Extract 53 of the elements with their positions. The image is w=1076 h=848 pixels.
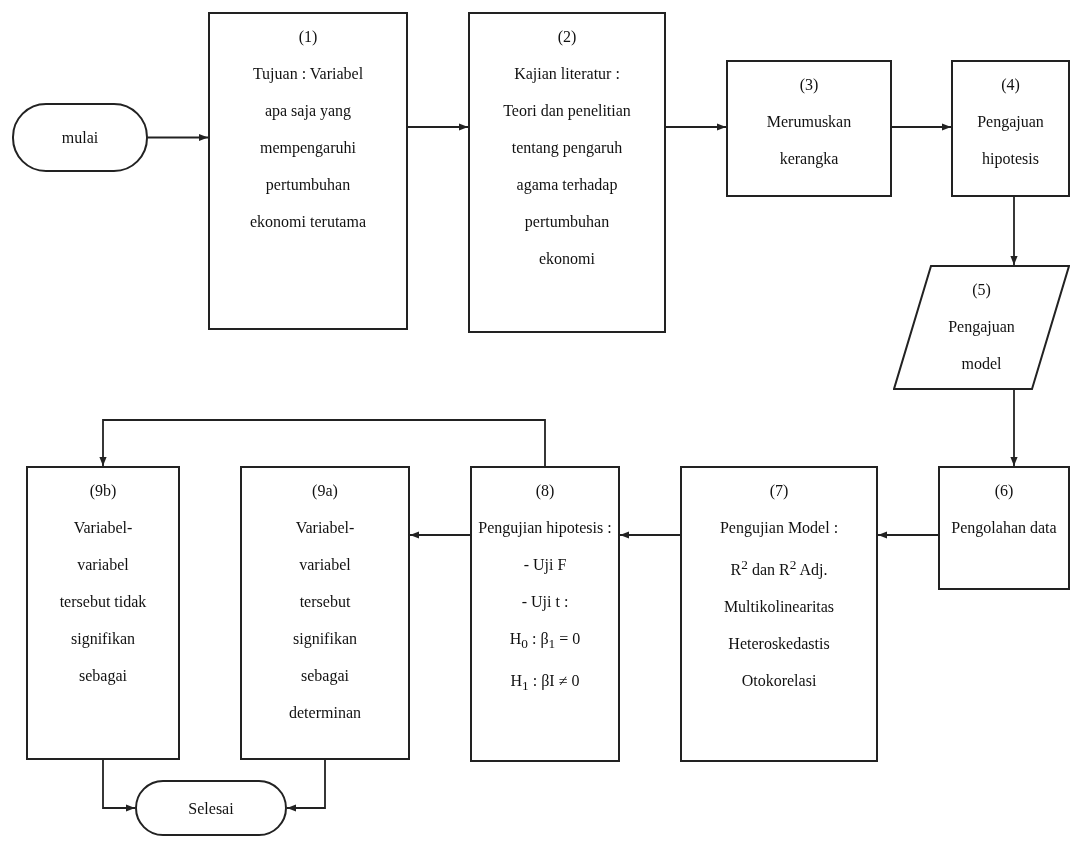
process-box bbox=[680, 466, 878, 762]
step-text: Pengajuan model bbox=[947, 317, 1016, 374]
process-box bbox=[208, 12, 408, 330]
arrow bbox=[1010, 389, 1018, 467]
step-number: (6) bbox=[993, 481, 1015, 502]
step-number: (9a) bbox=[311, 481, 339, 502]
step-text: Variabel-variabel tersebut tidak signifikan sebagai bbox=[58, 518, 148, 687]
step-text: Selesai bbox=[188, 798, 234, 819]
step-number: (5) bbox=[971, 280, 992, 301]
arrow bbox=[147, 133, 209, 142]
step-text: - Uji F bbox=[522, 555, 568, 576]
process-box bbox=[468, 12, 666, 333]
process-box bbox=[951, 60, 1070, 197]
arrow bbox=[619, 531, 681, 539]
step-text: Tujuan : Variabel apa saja yang mempengaruhi pertumbuhan ekonomi terutama bbox=[249, 64, 367, 232]
step-text: R$^{2}$ dan R$^{2}$ Adj. bbox=[729, 556, 829, 581]
arrow bbox=[665, 123, 727, 131]
arrow bbox=[102, 759, 136, 812]
step-text: Pengujian Model : bbox=[718, 518, 840, 539]
step-text: Variabel-variabel tersebut signifikan sebagai determinan bbox=[288, 518, 362, 723]
step-text: Pengolahan data bbox=[950, 518, 1058, 539]
terminal-pill bbox=[135, 780, 287, 836]
arrow bbox=[891, 123, 952, 131]
process-box bbox=[938, 466, 1070, 590]
step-text: Kajian literatur : Teori dan penelitian tentang pengaruh agama terhadap pertumbuhan ekonomi bbox=[502, 64, 632, 269]
step-text: Heteroskedastis bbox=[727, 634, 831, 655]
arrow bbox=[286, 759, 326, 812]
step-number: (2) bbox=[556, 27, 578, 48]
step-text: H$_{1}$ : βI ≠ 0 bbox=[509, 671, 581, 696]
arrow bbox=[407, 123, 469, 131]
arrow bbox=[99, 419, 546, 467]
step-number: (4) bbox=[1000, 75, 1021, 96]
step-text: Pengujian hipotesis : bbox=[477, 518, 613, 539]
step-text: mulai bbox=[61, 128, 99, 148]
step-text: Otokorelasi bbox=[740, 671, 818, 692]
step-number: (1) bbox=[297, 27, 319, 48]
step-text: Merumuskan kerangka bbox=[765, 112, 853, 170]
process-box bbox=[726, 60, 892, 197]
step-text: Pengajuan hipotesis bbox=[976, 112, 1045, 170]
arrow bbox=[1010, 196, 1018, 266]
step-number: (9b) bbox=[88, 481, 118, 502]
process-box bbox=[240, 466, 410, 760]
step-number: (7) bbox=[768, 481, 790, 502]
step-number: (3) bbox=[798, 75, 820, 96]
process-box bbox=[470, 466, 620, 762]
step-text: H$_{0}$ : β$_{1}$ = 0 bbox=[508, 629, 582, 654]
arrow bbox=[409, 531, 471, 539]
data-parallelogram bbox=[893, 265, 1070, 390]
arrow bbox=[877, 531, 939, 539]
step-text: - Uji t : bbox=[520, 592, 570, 613]
process-box bbox=[26, 466, 180, 760]
step-number: (8) bbox=[534, 481, 556, 502]
step-text: Multikolinearitas bbox=[722, 597, 836, 618]
